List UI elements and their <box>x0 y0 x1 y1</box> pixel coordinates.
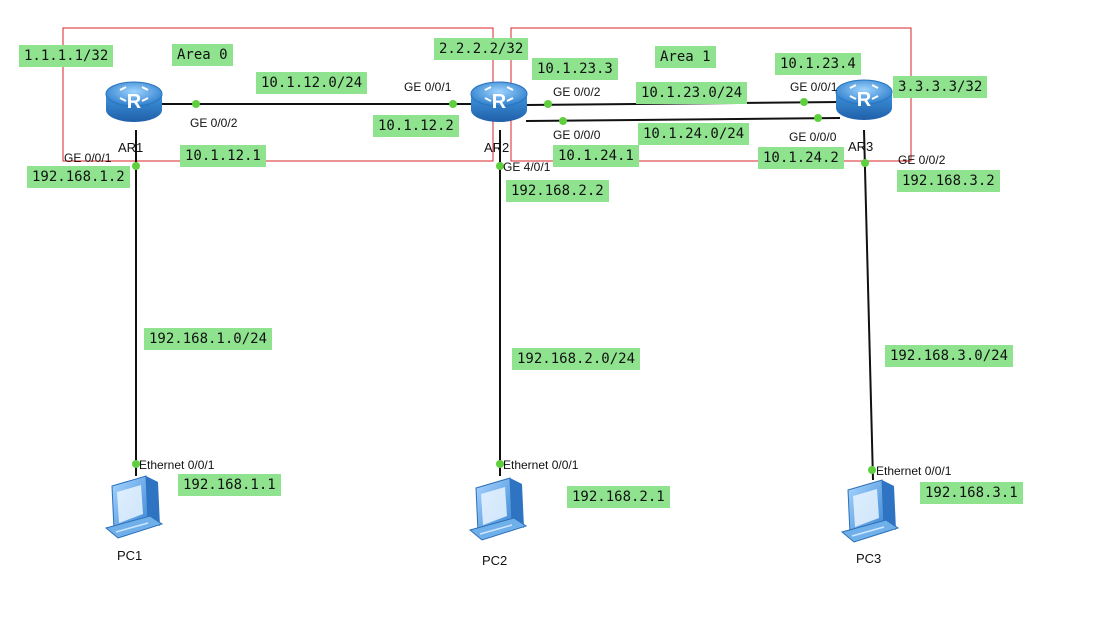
ar1-loopback: 1.1.1.1/32 <box>19 45 114 67</box>
port-dots <box>132 98 876 474</box>
port-dot <box>132 460 140 468</box>
ar1-name: AR1 <box>118 140 144 155</box>
ar2-ip-10-1-12-2: 10.1.12.2 <box>373 115 459 137</box>
ar3-port-ge000: GE 0/0/0 <box>789 130 837 144</box>
ar1-port-ge001: GE 0/0/1 <box>64 151 112 165</box>
ar3-name: AR3 <box>848 139 874 154</box>
pc1-ip: 192.168.1.1 <box>178 474 281 496</box>
net-192-168-1: 192.168.1.0/24 <box>144 328 273 350</box>
net-10-1-12: 10.1.12.0/24 <box>256 72 368 94</box>
ar2-loopback: 2.2.2.2/32 <box>434 38 529 60</box>
ar1-ip-10-1-12-1: 10.1.12.1 <box>180 145 266 167</box>
port-dot <box>800 98 808 106</box>
ar2-port-ge401: GE 4/0/1 <box>503 160 551 174</box>
ar2-port-ge000: GE 0/0/0 <box>553 128 601 142</box>
ar3-port-ge001: GE 0/0/1 <box>790 80 838 94</box>
port-dot <box>192 100 200 108</box>
ar3-ip-10-1-23-4: 10.1.23.4 <box>775 53 861 75</box>
router-icon[interactable] <box>470 81 528 123</box>
router-icon[interactable] <box>835 79 893 121</box>
pc2-port-eth001: Ethernet 0/0/1 <box>503 458 579 472</box>
pc3-port-eth001: Ethernet 0/0/1 <box>876 464 952 478</box>
port-dot <box>868 466 876 474</box>
ar2-name: AR2 <box>484 140 510 155</box>
ar3-ip-10-1-24-2: 10.1.24.2 <box>758 147 844 169</box>
port-dot <box>132 162 140 170</box>
net-192-168-3: 192.168.3.0/24 <box>885 345 1014 367</box>
link-ar2-ar3-b <box>525 117 841 122</box>
port-dot <box>544 100 552 108</box>
port-dot <box>496 460 504 468</box>
area-0-label: Area 0 <box>172 44 233 66</box>
pc2-name: PC2 <box>482 553 508 568</box>
pc-icon[interactable] <box>841 479 899 543</box>
router-icon[interactable] <box>105 81 163 123</box>
link-ar3-pc3 <box>863 129 874 481</box>
ar1-ip-192-168-1-2: 192.168.1.2 <box>27 166 130 188</box>
ar3-port-ge002: GE 0/0/2 <box>898 153 946 167</box>
port-dot <box>449 100 457 108</box>
net-10-1-24: 10.1.24.0/24 <box>638 123 750 145</box>
pc-icon[interactable] <box>469 477 527 541</box>
pc3-name: PC3 <box>856 551 882 566</box>
area-1-label: Area 1 <box>655 46 716 68</box>
ar2-ip-192-168-2-2: 192.168.2.2 <box>506 180 609 202</box>
net-10-1-23: 10.1.23.0/24 <box>636 82 748 104</box>
ar3-ip-192-168-3-2: 192.168.3.2 <box>897 170 1000 192</box>
ar2-port-ge001: GE 0/0/1 <box>404 80 452 94</box>
ar2-port-ge002: GE 0/0/2 <box>553 85 601 99</box>
ar1-port-ge002: GE 0/0/2 <box>190 116 238 130</box>
pc2-ip: 192.168.2.1 <box>567 486 670 508</box>
pc-icon[interactable] <box>105 475 163 539</box>
pc1-name: PC1 <box>117 548 143 563</box>
pc3-ip: 192.168.3.1 <box>920 482 1023 504</box>
ar2-ip-10-1-23-3: 10.1.23.3 <box>532 58 618 80</box>
port-dot <box>559 117 567 125</box>
port-dot <box>814 114 822 122</box>
ar3-loopback: 3.3.3.3/32 <box>893 76 988 98</box>
port-dot <box>496 162 504 170</box>
port-dot <box>861 159 869 167</box>
ar2-ip-10-1-24-1: 10.1.24.1 <box>553 145 639 167</box>
pc1-port-eth001: Ethernet 0/0/1 <box>139 458 215 472</box>
net-192-168-2: 192.168.2.0/24 <box>512 348 641 370</box>
